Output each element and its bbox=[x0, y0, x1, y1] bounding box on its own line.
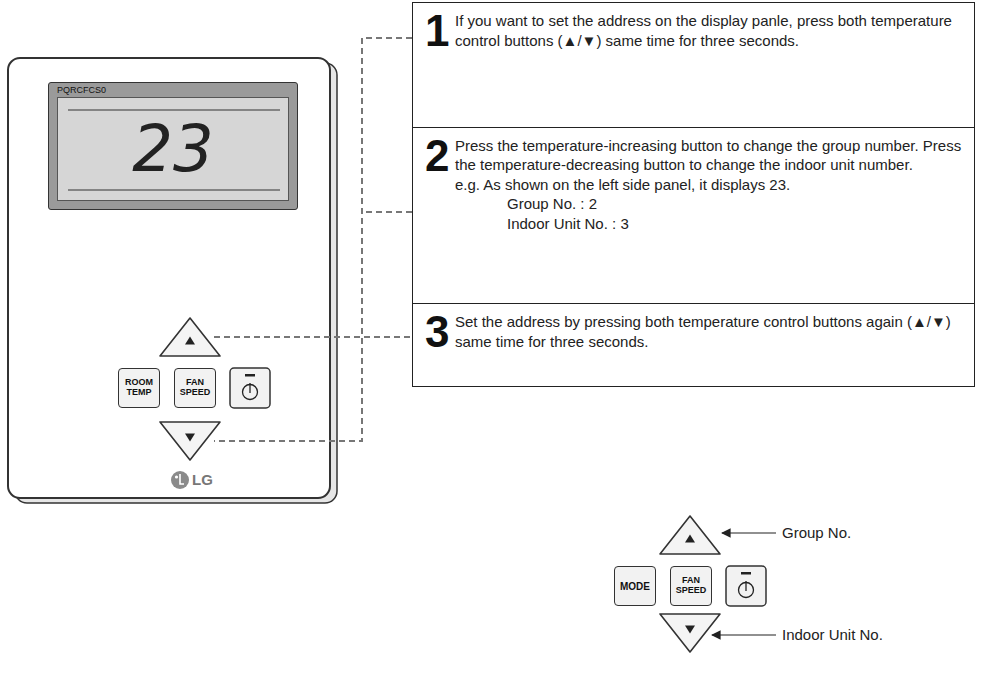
part-label: Group No. bbox=[782, 524, 851, 542]
brand-logo-text: LG bbox=[192, 470, 213, 490]
part-label: Group No. bbox=[782, 524, 851, 541]
button-label: FAN SPEED bbox=[671, 576, 711, 596]
step-box: 3Set the address by pressing both temper… bbox=[412, 303, 975, 387]
down-button bbox=[660, 614, 720, 652]
step-box: 2Press the temperature-increasing button… bbox=[412, 127, 975, 305]
mode-button: MODE bbox=[614, 566, 656, 606]
step-number: 1 bbox=[425, 9, 449, 53]
brand-logo-text: LG bbox=[192, 471, 213, 488]
part-label: Indoor Unit No. bbox=[782, 626, 883, 644]
step-number: 2 bbox=[425, 134, 449, 178]
down-button bbox=[160, 422, 220, 460]
lg-logo bbox=[171, 471, 189, 489]
button-label: FAN SPEED bbox=[175, 378, 215, 398]
fan-speed-button: FAN SPEED bbox=[174, 368, 216, 408]
display-panel: PQRCFCS0 23 bbox=[48, 82, 298, 210]
button-label: MODE bbox=[620, 581, 650, 592]
step-box: 1If you want to set the address on the d… bbox=[412, 2, 975, 128]
pointer-line bbox=[712, 634, 776, 635]
button-label: ROOM TEMP bbox=[119, 378, 159, 398]
up-button bbox=[660, 516, 720, 554]
example-value: Indoor Unit No. : 3 bbox=[507, 214, 974, 234]
part-label: Indoor Unit No. bbox=[782, 626, 883, 643]
step-text: Press the temperature-increasing button … bbox=[455, 128, 974, 175]
pointer-line bbox=[722, 532, 776, 533]
example-text: e.g. As shown on the left side panel, it… bbox=[455, 175, 974, 195]
up-button bbox=[160, 318, 220, 356]
display-number: 23 bbox=[49, 117, 297, 181]
power-button bbox=[726, 566, 766, 606]
leader-line bbox=[214, 336, 412, 338]
step-text: Set the address by pressing both tempera… bbox=[455, 304, 974, 351]
step-text: If you want to set the address on the di… bbox=[455, 3, 974, 50]
controller-body bbox=[8, 58, 330, 498]
power-button bbox=[230, 368, 270, 408]
leader-line bbox=[362, 211, 412, 213]
room-temp-button: ROOM TEMP bbox=[118, 368, 160, 408]
step-number: 3 bbox=[425, 310, 449, 354]
example-value: Group No. : 2 bbox=[507, 194, 974, 214]
fan-speed-button: FAN SPEED bbox=[670, 566, 712, 606]
model-label: PQRCFCS0 bbox=[57, 84, 106, 96]
